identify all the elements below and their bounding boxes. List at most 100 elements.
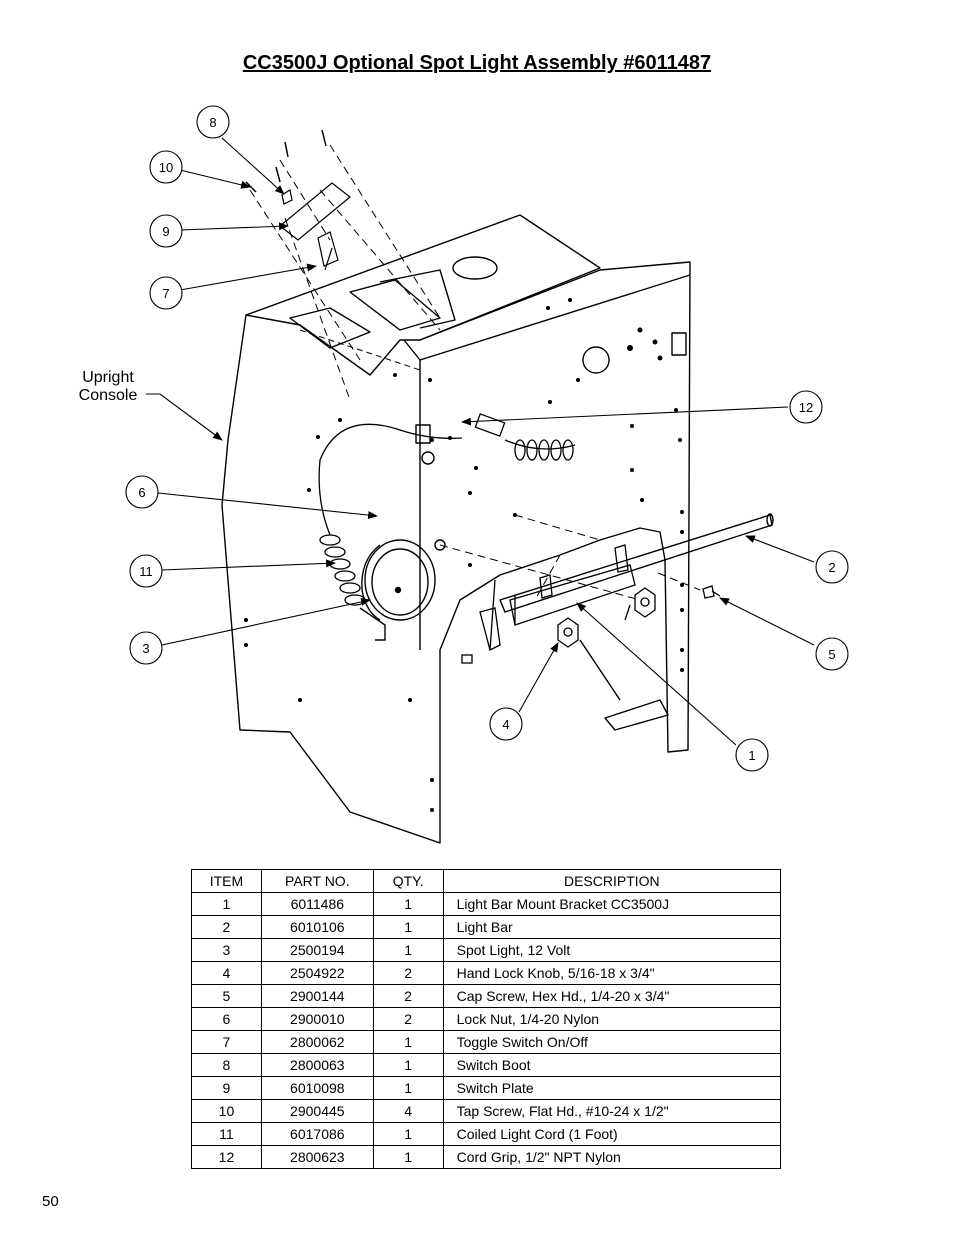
- cell-item: 9: [191, 1076, 262, 1100]
- cell-part-no: 2900445: [260, 1099, 374, 1123]
- cell-part-no: 2800623: [260, 1145, 374, 1169]
- page-number: 50: [42, 1193, 59, 1210]
- cell-item: 4: [191, 961, 262, 985]
- hand-lock-knobs: [557, 587, 656, 648]
- table-header-row: ITEM PART NO. QTY. DESCRIPTION: [191, 869, 782, 893]
- spot-light: [359, 539, 436, 641]
- leader-lines: [146, 137, 815, 746]
- svg-text:12: 12: [799, 400, 813, 415]
- balloon-2: 2: [815, 550, 849, 584]
- upright-label-line1: Upright: [82, 369, 134, 386]
- coiled-light-cord: [319, 534, 366, 606]
- cell-description: Light Bar Mount Bracket CC3500J: [442, 892, 782, 916]
- balloon-9: 9: [149, 214, 183, 248]
- cell-item: 10: [191, 1099, 262, 1123]
- alignment-lines: [534, 554, 701, 601]
- light-bar: [499, 513, 774, 613]
- svg-text:3: 3: [142, 641, 149, 656]
- cell-qty: 2: [372, 1007, 444, 1031]
- cell-part-no: 2900144: [260, 984, 374, 1008]
- cord-grip: [318, 413, 576, 536]
- svg-text:10: 10: [159, 160, 173, 175]
- balloon-1: 1: [735, 738, 769, 772]
- cap-screw: [702, 585, 721, 599]
- switch-plate-assembly: [249, 144, 441, 401]
- cell-description: Light Bar: [442, 915, 782, 939]
- balloon-10: 10: [149, 150, 183, 184]
- balloon-8: 8: [196, 105, 230, 139]
- svg-text:7: 7: [162, 286, 169, 301]
- header-item: ITEM: [191, 869, 262, 893]
- cell-part-no: 6017086: [260, 1122, 374, 1146]
- cell-qty: 2: [372, 961, 444, 985]
- cell-item: 1: [191, 892, 262, 916]
- cell-part-no: 2800063: [260, 1053, 374, 1077]
- balloon-5: 5: [815, 637, 849, 671]
- balloon-7: 7: [149, 276, 183, 310]
- balloon-12: 12: [789, 390, 823, 424]
- balloon-3: 3: [129, 631, 163, 665]
- cell-item: 8: [191, 1053, 262, 1077]
- cell-qty: 1: [372, 1122, 444, 1146]
- cell-description: Tap Screw, Flat Hd., #10-24 x 1/2": [442, 1099, 782, 1123]
- cell-description: Coiled Light Cord (1 Foot): [442, 1122, 782, 1146]
- cell-qty: 1: [372, 892, 444, 916]
- cell-item: 12: [191, 1145, 262, 1169]
- cell-part-no: 2504922: [260, 961, 374, 985]
- svg-text:1: 1: [748, 748, 755, 763]
- header-qty: QTY.: [372, 869, 444, 893]
- cell-qty: 1: [372, 1030, 444, 1054]
- cell-part-no: 6011486: [260, 892, 374, 916]
- panel-holes: [244, 298, 684, 812]
- cell-qty: 1: [372, 915, 444, 939]
- cell-item: 3: [191, 938, 262, 962]
- page-title: CC3500J Optional Spot Light Assembly #60…: [242, 52, 712, 74]
- cell-description: Switch Plate: [442, 1076, 782, 1100]
- cell-description: Switch Boot: [442, 1053, 782, 1077]
- cell-description: Cord Grip, 1/2" NPT Nylon: [442, 1145, 782, 1169]
- cell-item: 6: [191, 1007, 262, 1031]
- cell-qty: 1: [372, 1076, 444, 1100]
- svg-text:5: 5: [828, 647, 835, 662]
- svg-text:6: 6: [138, 485, 145, 500]
- cell-qty: 4: [372, 1099, 444, 1123]
- light-bar-mount-bracket: [461, 544, 636, 664]
- cell-item: 2: [191, 915, 262, 939]
- cell-item: 7: [191, 1030, 262, 1054]
- svg-text:4: 4: [502, 717, 509, 732]
- svg-text:2: 2: [828, 560, 835, 575]
- cell-part-no: 6010098: [260, 1076, 374, 1100]
- tap-screws: [245, 129, 327, 193]
- balloon-4: 4: [489, 707, 523, 741]
- cell-description: Hand Lock Knob, 5/16-18 x 3/4": [442, 961, 782, 985]
- cell-description: Lock Nut, 1/4-20 Nylon: [442, 1007, 782, 1031]
- cell-qty: 1: [372, 1145, 444, 1169]
- cell-qty: 1: [372, 938, 444, 962]
- cell-part-no: 2500194: [260, 938, 374, 962]
- cell-item: 5: [191, 984, 262, 1008]
- cell-part-no: 2800062: [260, 1030, 374, 1054]
- balloon-6: 6: [125, 475, 159, 509]
- cell-qty: 2: [372, 984, 444, 1008]
- svg-text:8: 8: [209, 115, 216, 130]
- svg-text:11: 11: [139, 564, 153, 579]
- cell-part-no: 2900010: [260, 1007, 374, 1031]
- item-balloons: 8 10 9 7 12 6 11 2 3 5 4 1: [125, 105, 849, 772]
- cell-description: Toggle Switch On/Off: [442, 1030, 782, 1054]
- cell-part-no: 6010106: [260, 915, 374, 939]
- exploded-assembly-diagram: Upright Console 8 10 9 7 12 6 11 2 3 5 4…: [79, 105, 849, 844]
- cell-description: Cap Screw, Hex Hd., 1/4-20 x 3/4": [442, 984, 782, 1008]
- upright-label-line2: Console: [79, 387, 138, 404]
